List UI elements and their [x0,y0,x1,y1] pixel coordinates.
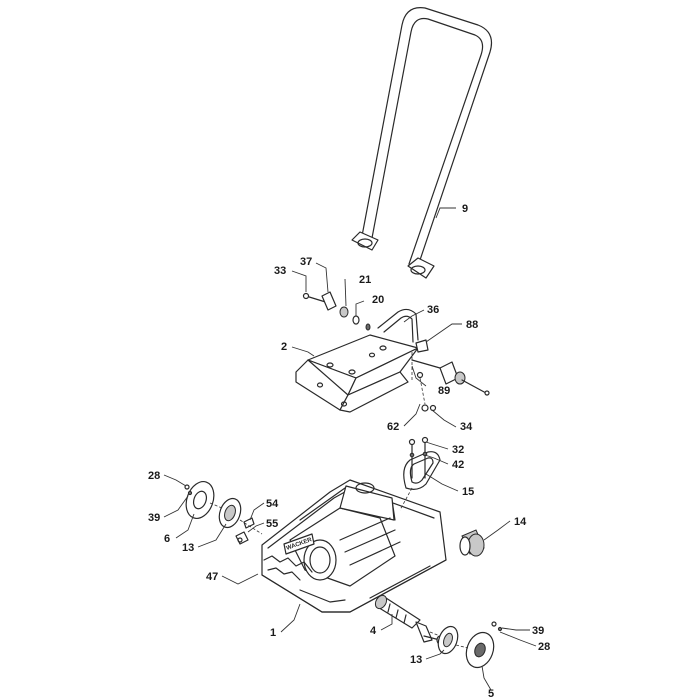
callout-labels: 9 33 37 21 20 36 88 2 89 62 34 32 42 15 … [148,203,550,700]
callout-14: 14 [514,516,527,528]
alignment-lines [209,352,469,649]
leader-lines [163,207,537,691]
handle-bracket-part [295,334,419,413]
callout-21: 21 [359,274,371,286]
callout-4: 4 [370,625,377,637]
callout-13-left: 13 [182,542,194,554]
lifting-hook-part [403,436,441,490]
callout-37: 37 [300,256,312,268]
callout-39-right: 39 [532,625,544,637]
callout-33: 33 [274,265,286,277]
callout-2: 2 [281,341,287,353]
callout-42: 42 [452,459,464,471]
callout-32: 32 [452,444,464,456]
exciter-shaft-part [374,594,444,645]
callout-28-left: 28 [148,470,160,482]
handle-bar-part [351,7,493,279]
callout-88: 88 [466,319,478,331]
callout-47: 47 [206,571,218,583]
left-bearing-assembly [184,481,242,529]
callout-15: 15 [462,486,474,498]
left-bolt-assembly [302,291,371,331]
right-bearing-assembly [437,621,503,669]
base-plate-part: WACKER [261,479,447,613]
callout-62: 62 [387,421,399,433]
callout-55: 55 [266,518,278,530]
rubber-buffer-part [459,529,485,557]
callout-13-right: 13 [410,654,422,666]
callout-9: 9 [462,203,468,215]
callout-36: 36 [427,304,439,316]
callout-6: 6 [164,533,170,545]
callout-20: 20 [372,294,384,306]
callout-39-left: 39 [148,512,160,524]
drain-plug-part [235,517,255,545]
callout-89: 89 [438,385,450,397]
callout-5: 5 [488,688,494,700]
right-bolt-assembly [411,339,490,412]
u-bolt-part [377,308,419,343]
callout-34: 34 [460,421,473,433]
callout-54: 54 [266,498,279,510]
callout-28-right: 28 [538,641,550,653]
callout-1: 1 [270,627,276,639]
